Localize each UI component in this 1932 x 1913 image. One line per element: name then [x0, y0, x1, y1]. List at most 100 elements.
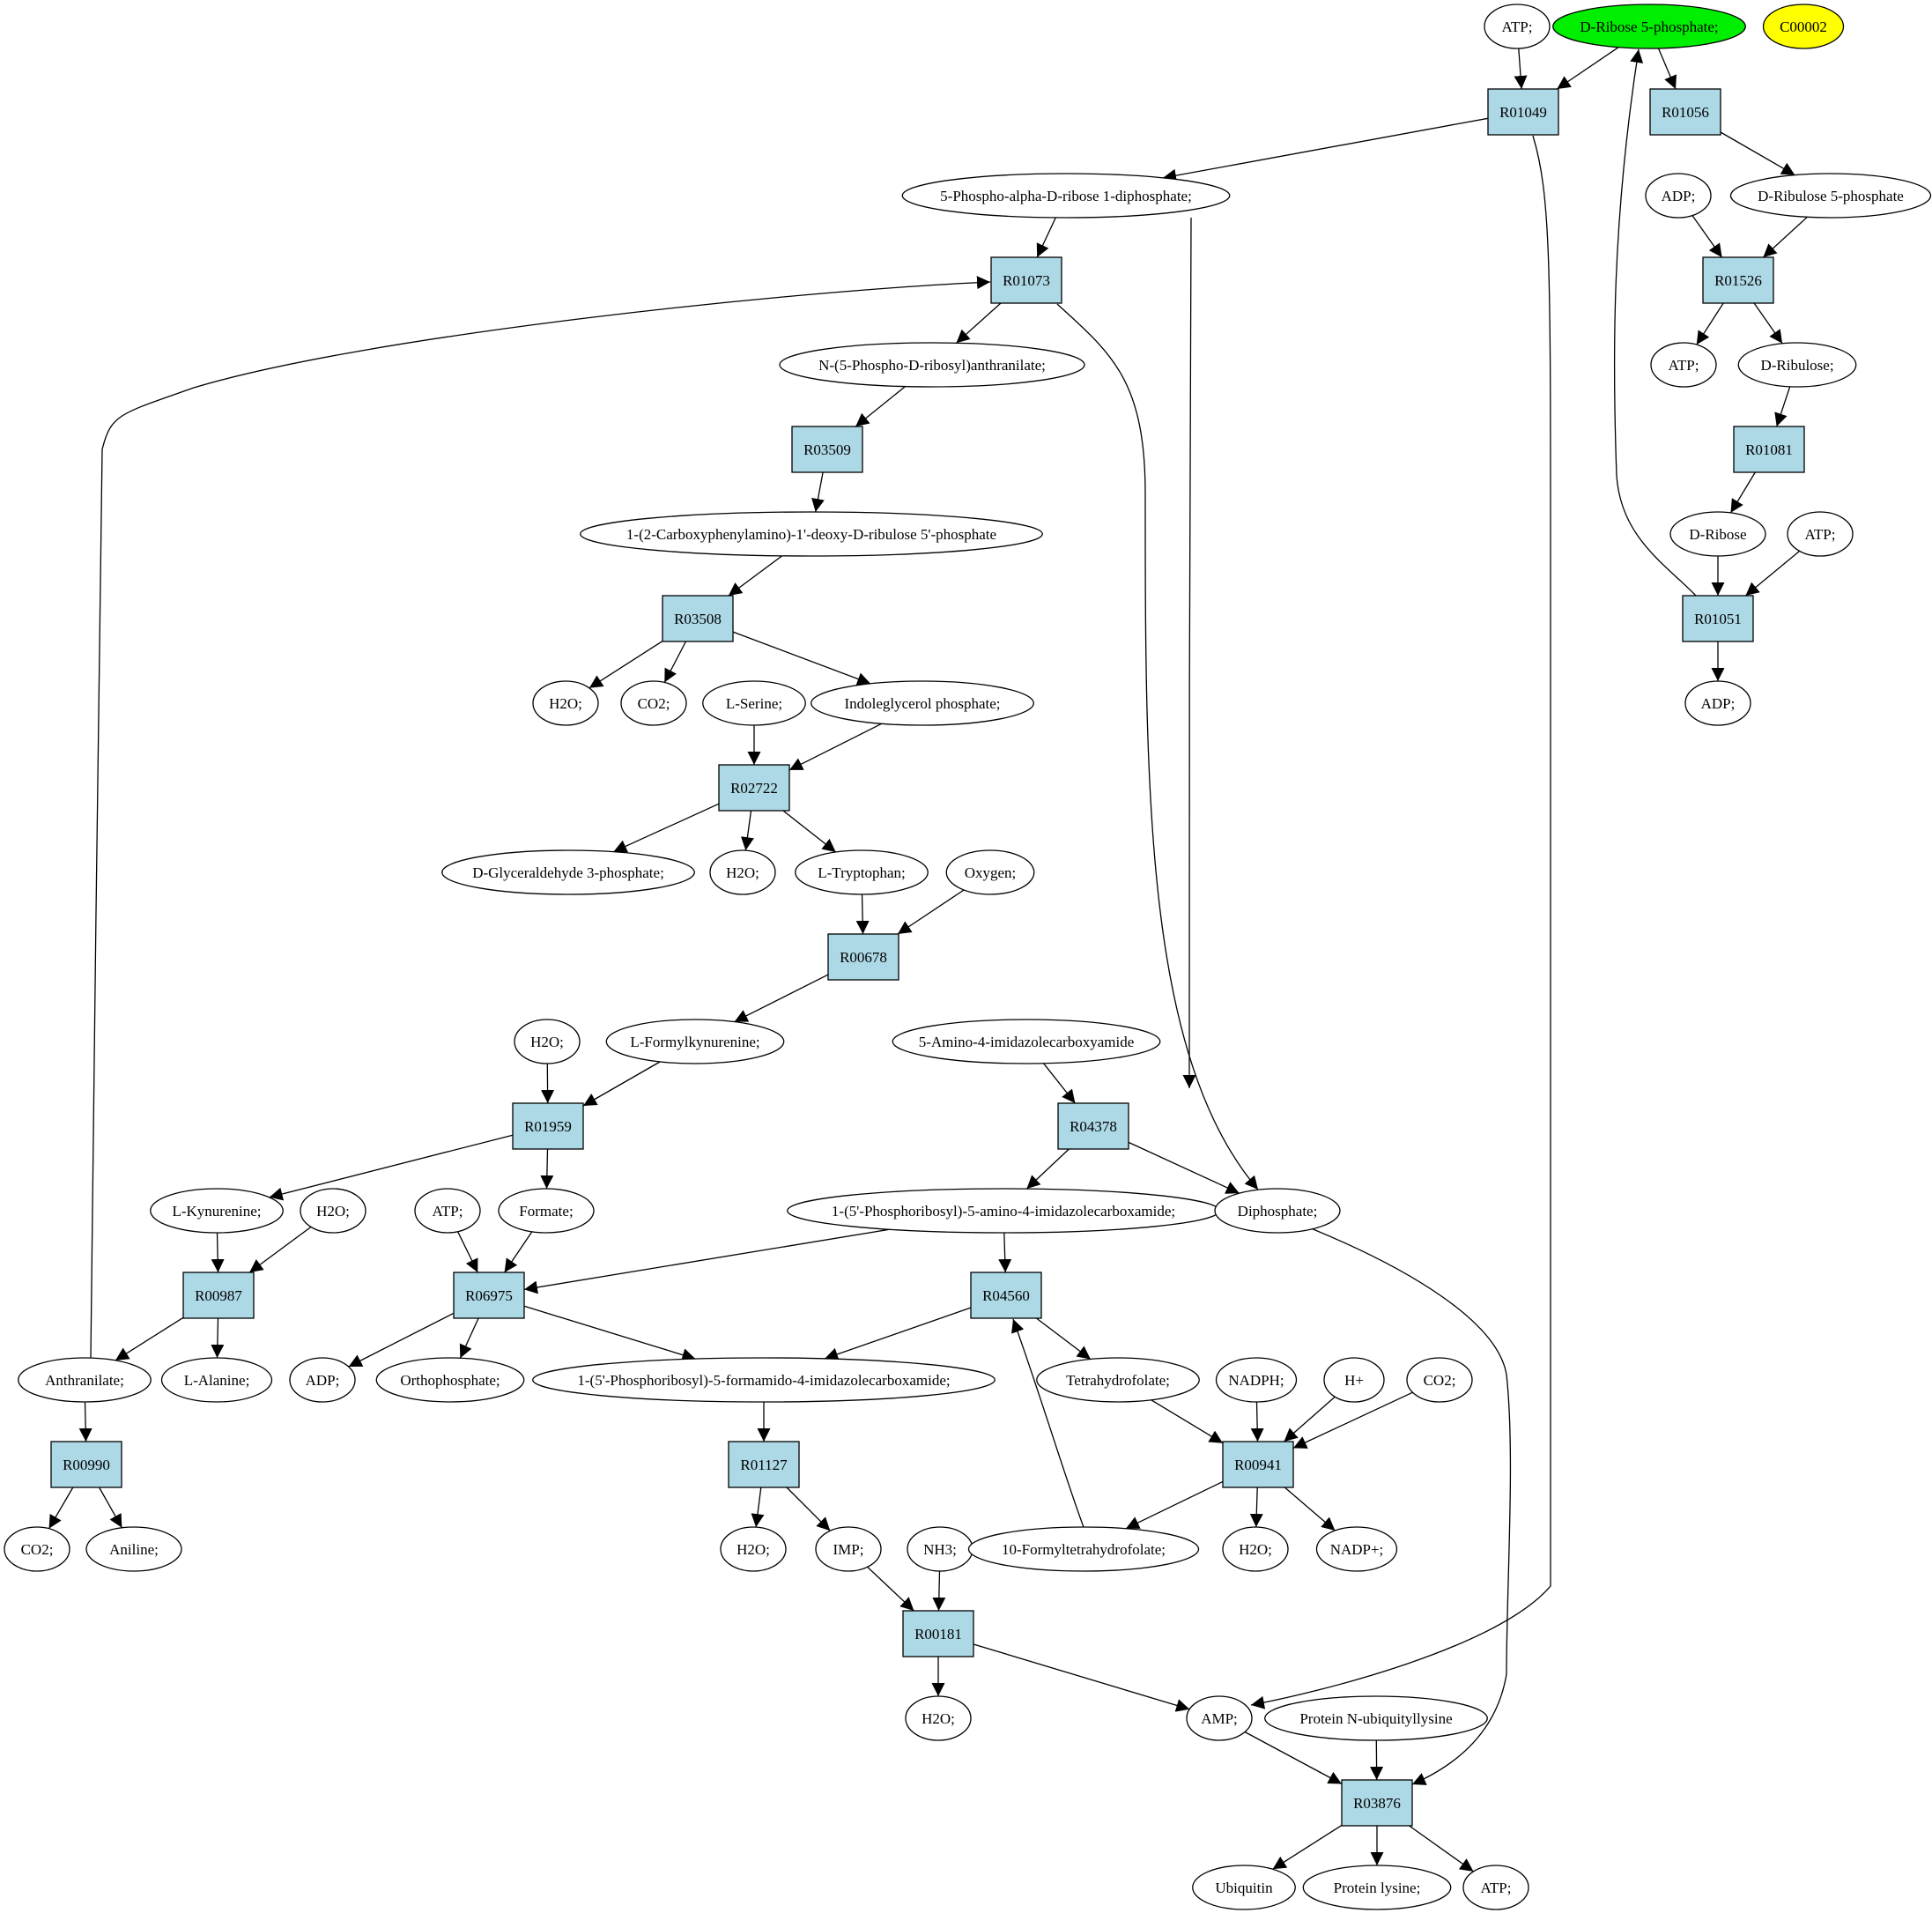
compound-node-g3p[interactable]: D-Glyceraldehyde 3-phosphate; — [441, 849, 695, 895]
compound-node-cdrp[interactable]: 1-(2-Carboxyphenylamino)-1'-deoxy-D-ribu… — [580, 511, 1043, 557]
compound-node-amp[interactable]: AMP; — [1186, 1695, 1253, 1741]
compound-node-npra[interactable]: N-(5-Phospho-D-ribosyl)anthranilate; — [779, 342, 1085, 388]
reaction-box — [182, 1272, 255, 1319]
compound-node-igp[interactable]: Indoleglycerol phosphate; — [811, 680, 1034, 726]
compound-node-ribose[interactable]: D-Ribose — [1669, 511, 1766, 557]
compound-node-trp[interactable]: L-Tryptophan; — [795, 849, 929, 895]
compound-node-adp3[interactable]: ADP; — [289, 1357, 356, 1403]
compound-ellipse — [905, 1695, 972, 1741]
edge-R01049-to-amp — [1250, 135, 1551, 1709]
compound-node-imp[interactable]: IMP; — [815, 1526, 882, 1572]
node-label: C00002 — [1780, 19, 1827, 35]
compound-node-thf[interactable]: Tetrahydrofolate; — [1036, 1357, 1200, 1403]
compound-node-ru5p[interactable]: D-Ribulose 5-phosphate — [1729, 173, 1932, 219]
compound-ellipse — [498, 1188, 595, 1234]
reaction-node-R00678[interactable]: R00678 — [827, 933, 899, 981]
compound-node-h2o_e[interactable]: H2O; — [720, 1526, 787, 1572]
compound-node-atp2[interactable]: ATP; — [1650, 342, 1717, 388]
compound-node-atp4[interactable]: ATP; — [414, 1188, 481, 1234]
compound-node-ubiquitin[interactable]: Ubiquitin — [1192, 1865, 1296, 1910]
node-label: ATP; — [1669, 357, 1699, 374]
compound-node-h2o_c[interactable]: H2O; — [514, 1019, 581, 1064]
edge-R00181-to-amp — [973, 1643, 1190, 1712]
reaction-node-R02722[interactable]: R02722 — [718, 764, 790, 812]
compound-node-atp3[interactable]: ATP; — [1787, 511, 1854, 557]
compound-ellipse — [1264, 1695, 1488, 1741]
node-label: NADPH; — [1228, 1372, 1284, 1389]
node-label: D-Ribose 5-phosphate; — [1580, 19, 1718, 35]
reaction-node-R01051[interactable]: R01051 — [1682, 595, 1754, 642]
compound-ellipse — [815, 1526, 882, 1572]
edge-thf-to-R00941 — [1151, 1399, 1224, 1444]
compound-node-adp2[interactable]: ADP; — [1684, 680, 1751, 726]
compound-node-faicar[interactable]: 1-(5'-Phosphoribosyl)-5-formamido-4-imid… — [532, 1357, 996, 1403]
node-label: CO2; — [21, 1541, 54, 1558]
compound-node-anthranilate[interactable]: Anthranilate; — [18, 1357, 152, 1403]
compound-node-adp1[interactable]: ADP; — [1645, 173, 1712, 219]
compound-node-oxygen[interactable]: Oxygen; — [945, 849, 1035, 895]
compound-node-aniline[interactable]: Aniline; — [85, 1526, 182, 1572]
reaction-node-R04560[interactable]: R04560 — [970, 1272, 1042, 1319]
reaction-node-R01049[interactable]: R01049 — [1487, 88, 1559, 136]
reaction-node-R00181[interactable]: R00181 — [902, 1610, 974, 1657]
node-label: R01049 — [1499, 104, 1547, 121]
compound-node-nadp[interactable]: NADP+; — [1315, 1526, 1398, 1572]
node-label: R01056 — [1662, 104, 1709, 121]
node-label: ATP; — [1502, 19, 1533, 35]
compound-node-co2_b[interactable]: CO2; — [1406, 1357, 1473, 1403]
compound-node-protubq[interactable]: Protein N-ubiquityllysine — [1264, 1695, 1488, 1741]
compound-ellipse — [532, 1357, 996, 1403]
reaction-node-R01959[interactable]: R01959 — [512, 1102, 584, 1150]
reaction-node-R01127[interactable]: R01127 — [728, 1441, 800, 1488]
compound-node-aica[interactable]: 5-Amino-4-imidazolecarboxyamide — [892, 1019, 1161, 1064]
reaction-node-R04378[interactable]: R04378 — [1057, 1102, 1129, 1150]
compound-node-h2o_d[interactable]: H2O; — [300, 1188, 366, 1234]
compound-node-protlys[interactable]: Protein lysine; — [1302, 1865, 1452, 1910]
compound-node-atp_top[interactable]: ATP; — [1484, 4, 1551, 49]
compound-node-ribulose[interactable]: D-Ribulose; — [1737, 342, 1857, 388]
reaction-node-R06975[interactable]: R06975 — [453, 1272, 525, 1319]
compound-node-co2_c[interactable]: CO2; — [4, 1526, 70, 1572]
compound-node-co2_a[interactable]: CO2; — [620, 680, 687, 726]
compound-ellipse — [1036, 1357, 1200, 1403]
compound-node-orthophosphate[interactable]: Orthophosphate; — [375, 1357, 525, 1403]
compound-node-h2o_g[interactable]: H2O; — [905, 1695, 972, 1741]
compound-node-c00002[interactable]: C00002 — [1762, 4, 1845, 49]
edge-R06975-to-adp3 — [348, 1312, 455, 1368]
edge-R01959-to-formate — [540, 1148, 554, 1190]
compound-node-kyn[interactable]: L-Kynurenine; — [150, 1188, 284, 1234]
compound-node-diphosphate[interactable]: Diphosphate; — [1214, 1188, 1341, 1234]
reaction-node-R00987[interactable]: R00987 — [182, 1272, 255, 1319]
reaction-node-R01056[interactable]: R01056 — [1649, 88, 1721, 136]
reaction-node-R01081[interactable]: R01081 — [1733, 426, 1805, 473]
compound-node-r5p[interactable]: D-Ribose 5-phosphate; — [1552, 4, 1746, 49]
node-label: ATP; — [433, 1203, 463, 1220]
reaction-node-R03876[interactable]: R03876 — [1341, 1779, 1413, 1827]
node-label: ATP; — [1481, 1880, 1512, 1896]
compound-node-hplus[interactable]: H+ — [1323, 1357, 1385, 1403]
compound-node-nh3[interactable]: NH3; — [907, 1526, 973, 1572]
compound-node-formate[interactable]: Formate; — [498, 1188, 595, 1234]
compound-node-fthf[interactable]: 10-Formyltetrahydrofolate; — [967, 1526, 1200, 1572]
node-label: Oxygen; — [965, 864, 1017, 881]
compound-node-formylkyn[interactable]: L-Formylkynurenine; — [605, 1019, 785, 1064]
reaction-node-R00941[interactable]: R00941 — [1222, 1441, 1294, 1488]
reaction-node-R01526[interactable]: R01526 — [1702, 256, 1774, 304]
node-label: Orthophosphate; — [400, 1372, 500, 1389]
reaction-box — [50, 1441, 122, 1488]
compound-node-h2o_b[interactable]: H2O; — [709, 849, 776, 895]
compound-ellipse — [375, 1357, 525, 1403]
reaction-node-R03509[interactable]: R03509 — [791, 426, 863, 473]
reaction-node-R03508[interactable]: R03508 — [662, 595, 734, 642]
reaction-node-R01073[interactable]: R01073 — [990, 256, 1062, 304]
reaction-node-R00990[interactable]: R00990 — [50, 1441, 122, 1488]
compound-node-nadph[interactable]: NADPH; — [1215, 1357, 1298, 1403]
compound-node-alanine[interactable]: L-Alanine; — [160, 1357, 273, 1403]
compound-node-atp5[interactable]: ATP; — [1462, 1865, 1529, 1910]
compound-node-h2o_a[interactable]: H2O; — [532, 680, 599, 726]
compound-node-prpp[interactable]: 5-Phospho-alpha-D-ribose 1-diphosphate; — [901, 173, 1231, 219]
compound-node-h2o_f[interactable]: H2O; — [1222, 1526, 1289, 1572]
compound-node-serine[interactable]: L-Serine; — [702, 680, 806, 726]
compound-node-aicar[interactable]: 1-(5'-Phosphoribosyl)-5-amino-4-imidazol… — [787, 1188, 1220, 1234]
